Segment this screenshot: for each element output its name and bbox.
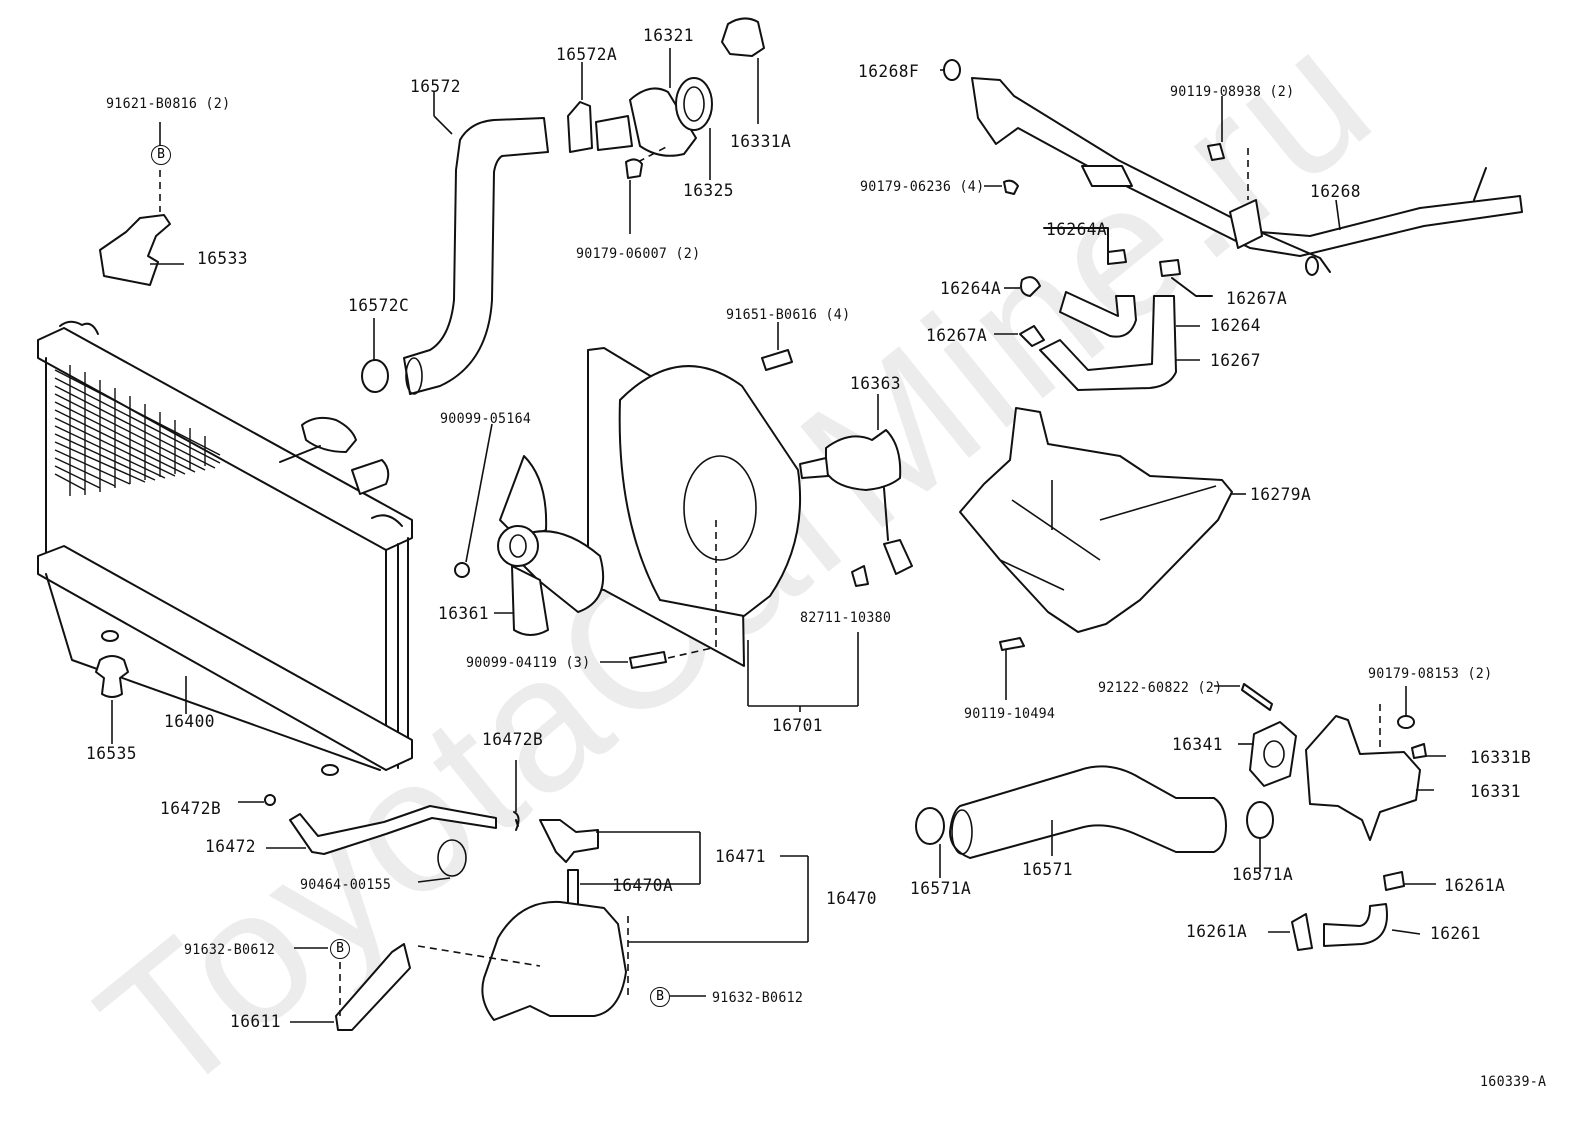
part-label[interactable]: 82711-10380 <box>800 610 892 626</box>
part-label[interactable]: 91632-B0612 <box>712 990 804 1006</box>
part-label[interactable]: 90179-08153 (2) <box>1368 666 1493 682</box>
part-label[interactable]: 91621-B0816 (2) <box>106 96 231 112</box>
part-label[interactable]: 16471 <box>715 847 767 867</box>
part-label[interactable]: 91651-B0616 (4) <box>726 307 851 323</box>
part-label[interactable]: 16325 <box>683 181 735 201</box>
part-label[interactable]: 16261A <box>1186 922 1248 942</box>
part-label[interactable]: 16470 <box>826 889 878 909</box>
radiator-cushion-drawing <box>95 655 129 744</box>
radiator-drawing <box>37 320 413 776</box>
part-label[interactable]: 90464-00155 <box>300 877 392 893</box>
part-label[interactable]: 16264A <box>940 279 1002 299</box>
part-label[interactable]: 16470A <box>612 876 674 896</box>
part-label[interactable]: 16264A <box>1046 220 1108 240</box>
part-label[interactable]: 16264 <box>1210 316 1262 336</box>
part-label[interactable]: 90179-06236 (4) <box>860 179 985 195</box>
part-label[interactable]: 90099-04119 (3) <box>466 655 591 671</box>
part-label[interactable]: 91632-B0612 <box>184 942 276 958</box>
part-label[interactable]: 16571A <box>1232 865 1294 885</box>
part-label[interactable]: 16571A <box>910 879 972 899</box>
part-label[interactable]: 16533 <box>197 249 249 269</box>
part-label[interactable]: 16472 <box>205 837 257 857</box>
diagram-artwork <box>37 17 1523 1031</box>
callout-b-marker: B <box>650 987 670 1007</box>
part-label[interactable]: 16261A <box>1444 876 1506 896</box>
part-label[interactable]: 16472B <box>160 799 222 819</box>
part-label[interactable]: 16572A <box>556 45 618 65</box>
part-label[interactable]: 16400 <box>164 712 216 732</box>
part-label[interactable]: 90119-08938 (2) <box>1170 84 1295 100</box>
part-label[interactable]: 16267A <box>926 326 988 346</box>
part-label[interactable]: 16267A <box>1226 289 1288 309</box>
part-label[interactable]: 16363 <box>850 374 902 394</box>
part-label[interactable]: 16361 <box>438 604 490 624</box>
part-label[interactable]: 16572 <box>410 77 462 97</box>
part-label[interactable]: 16331B <box>1470 748 1532 768</box>
part-label[interactable]: 16261 <box>1430 924 1482 944</box>
part-label[interactable]: 16268 <box>1310 182 1362 202</box>
part-label[interactable]: 16472B <box>482 730 544 750</box>
part-label[interactable]: 16571 <box>1022 860 1074 880</box>
part-label[interactable]: 90179-06007 (2) <box>576 246 701 262</box>
part-label[interactable]: 16268F <box>858 62 920 82</box>
part-label[interactable]: 90119-10494 <box>964 706 1056 722</box>
part-label[interactable]: 16267 <box>1210 351 1262 371</box>
part-label[interactable]: 16701 <box>772 716 824 736</box>
part-label[interactable]: 16611 <box>230 1012 282 1032</box>
part-label[interactable]: 16331A <box>730 132 792 152</box>
callout-b-marker: B <box>330 939 350 959</box>
callout-b-marker: B <box>151 145 171 165</box>
part-label[interactable]: 90099-05164 <box>440 411 532 427</box>
parts-diagram: ToyotaCarMine.ru <box>37 0 1547 1137</box>
diagram-code: 160339-A <box>1480 1074 1547 1090</box>
part-label[interactable]: 16331 <box>1470 782 1522 802</box>
part-label[interactable]: 16572C <box>348 296 410 316</box>
part-label[interactable]: 16279A <box>1250 485 1312 505</box>
part-label[interactable]: 92122-60822 (2) <box>1098 680 1223 696</box>
part-label[interactable]: 16535 <box>86 744 138 764</box>
part-label[interactable]: 16321 <box>643 26 695 46</box>
part-label[interactable]: 16341 <box>1172 735 1224 755</box>
